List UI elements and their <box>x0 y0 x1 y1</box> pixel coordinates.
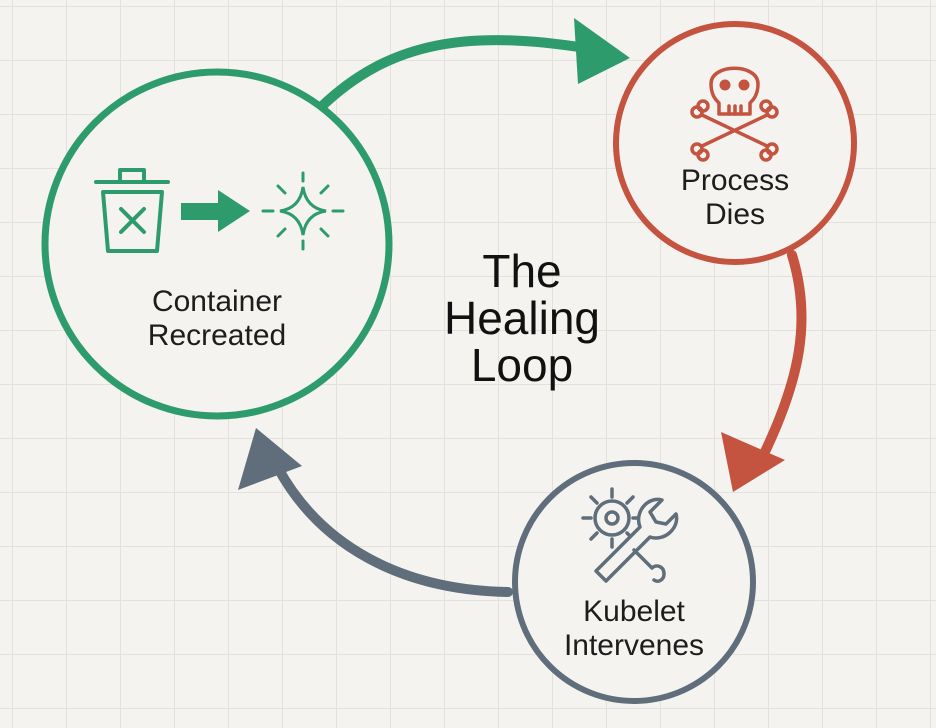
arrow-container-to-process <box>315 18 630 113</box>
arrow-right-icon <box>181 190 250 232</box>
arrow-kubelet-to-container <box>238 428 513 597</box>
title-line2: Healing <box>444 292 600 344</box>
process-label-line1: Process <box>680 164 790 197</box>
process-label-line2: Dies <box>704 198 765 231</box>
container-label-line2: Recreated <box>147 319 287 352</box>
sparkle-icon <box>261 171 345 251</box>
container-node-circle <box>41 68 393 420</box>
gear-wrench-icon <box>581 487 679 583</box>
trash-icon <box>94 168 170 253</box>
diagram-title: The Healing Loop <box>412 248 632 389</box>
arrow-process-to-kubelet <box>721 250 807 492</box>
kubelet-node-circle <box>512 460 756 704</box>
kubelet-node-label: Kubelet Intervenes <box>534 595 734 663</box>
skull-crossbones-icon <box>690 66 779 162</box>
title-line1: The <box>482 245 562 297</box>
container-label-line1: Container <box>151 285 283 318</box>
kubelet-label-line2: Intervenes <box>563 629 705 662</box>
process-node-label: Process Dies <box>655 164 815 232</box>
process-node-circle <box>613 21 857 265</box>
title-line3: Loop <box>470 339 574 391</box>
kubelet-label-line1: Kubelet <box>583 595 685 628</box>
container-node-label: Container Recreated <box>117 285 317 353</box>
